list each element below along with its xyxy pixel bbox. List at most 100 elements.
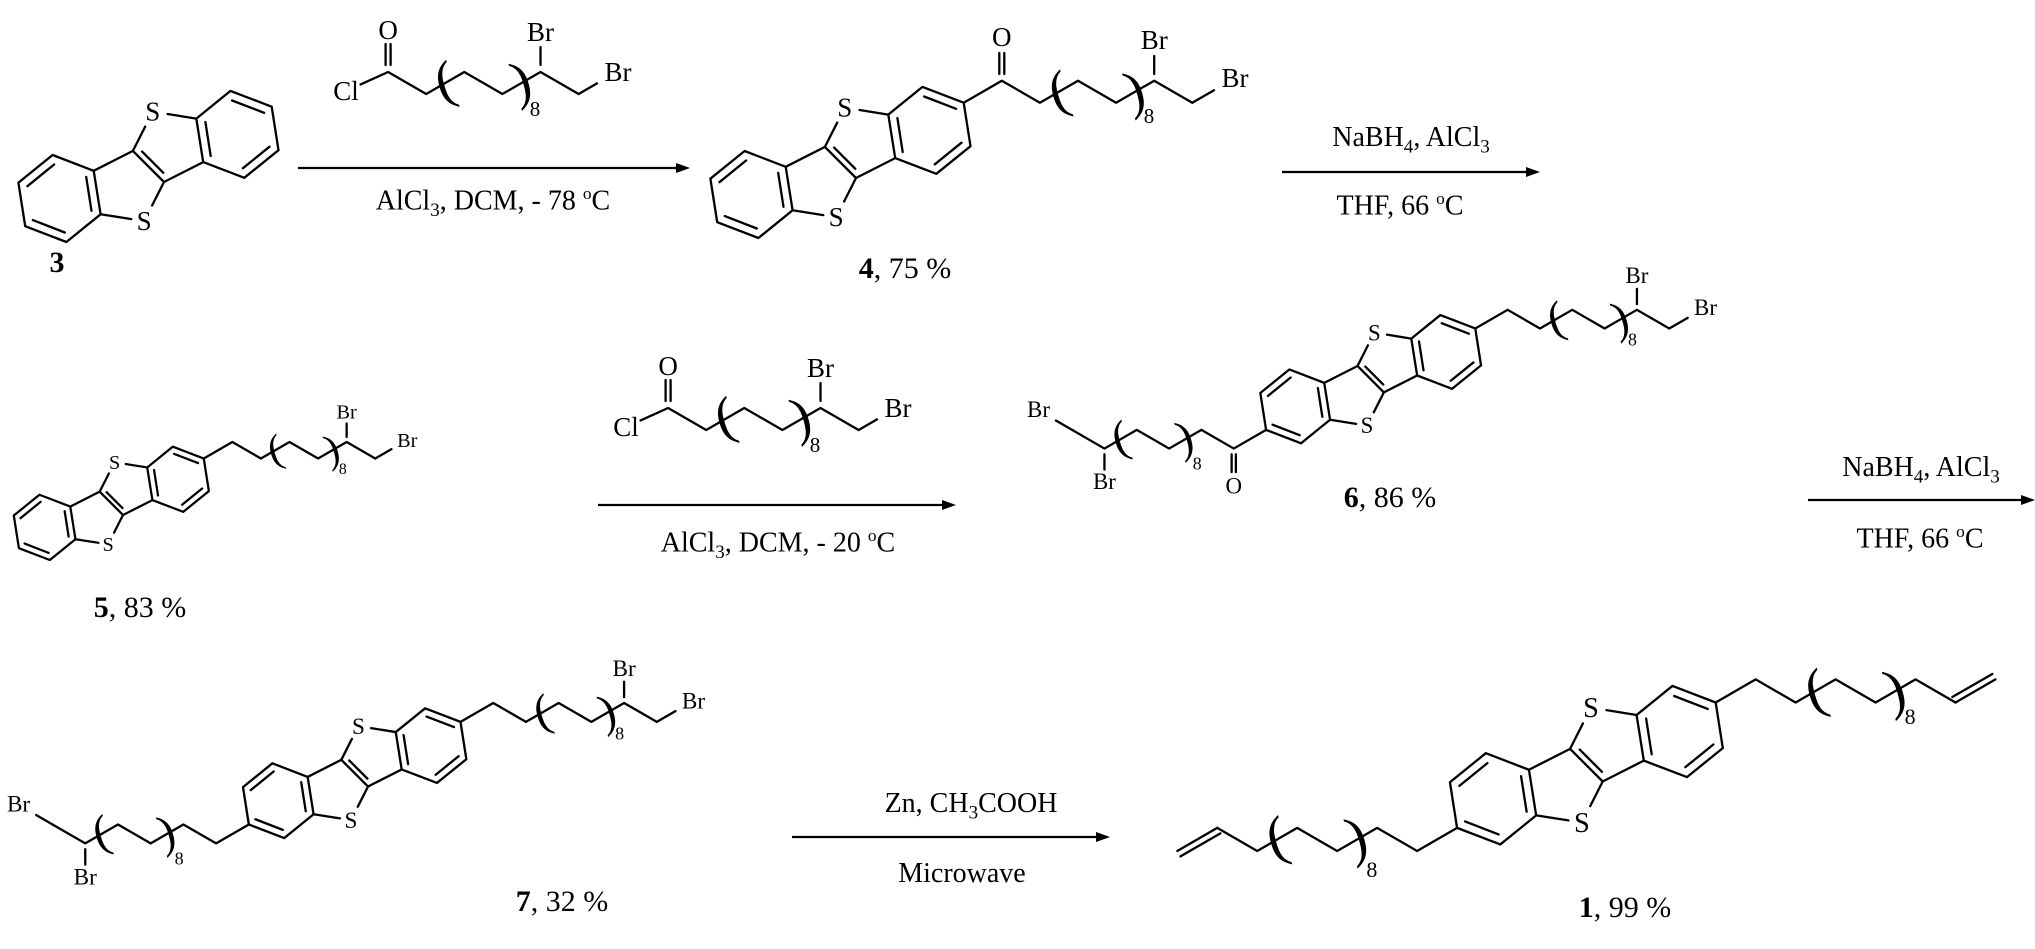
oxygen-label: O bbox=[992, 22, 1012, 52]
right-dibromide bbox=[1153, 54, 1216, 104]
paren-open: ( bbox=[1259, 805, 1294, 870]
conditions-arrow-2-above: NaBH4, AlCl3 bbox=[1291, 122, 1531, 159]
right-dibromide bbox=[345, 422, 393, 460]
cond-text: , AlCl bbox=[1923, 452, 1991, 483]
arrowhead bbox=[942, 500, 956, 510]
chlorine-label: Cl bbox=[333, 76, 359, 106]
repeat-8-label: 8 bbox=[615, 723, 624, 743]
structure-5: S S Br Br ( ) 8 bbox=[12, 401, 418, 562]
sulfur-top-label: S bbox=[1583, 693, 1599, 724]
caption-compound-6: 6, 86 % bbox=[1295, 481, 1485, 515]
arrowhead bbox=[676, 163, 690, 173]
cond-sup: o bbox=[1956, 522, 1965, 541]
cond-sub: 3 bbox=[715, 541, 725, 563]
left-chain bbox=[1216, 826, 1459, 853]
cond-sup: o bbox=[582, 184, 592, 203]
cond-sup: o bbox=[867, 526, 877, 545]
right-dibromide bbox=[1635, 287, 1689, 330]
right-chain bbox=[1474, 308, 1671, 330]
bromine-mid-label: Br bbox=[612, 656, 635, 682]
cond-text: THF, 66 bbox=[1336, 190, 1437, 222]
bromine-end-label: Br bbox=[885, 393, 912, 423]
sulfur-top-label: S bbox=[1368, 320, 1381, 345]
structure-3: S S bbox=[17, 89, 280, 244]
sulfur-bottom-label: S bbox=[102, 534, 113, 556]
cond-text: , DCM, - 78 bbox=[439, 185, 583, 217]
sulfur-top-label: S bbox=[109, 452, 120, 474]
compound-yield: , 32 % bbox=[530, 885, 609, 918]
conditions-arrow-5-below: Microwave bbox=[852, 858, 1072, 890]
cond-sup: o bbox=[1436, 189, 1445, 208]
carbonyl bbox=[1230, 453, 1238, 474]
left-terminal-alkene bbox=[1176, 826, 1222, 858]
repeat-8-label: 8 bbox=[1366, 857, 1377, 882]
conditions-arrow-4-above: NaBH4, AlCl3 bbox=[1801, 452, 2035, 489]
arrowhead bbox=[1526, 167, 1540, 177]
paren-open: ( bbox=[1798, 664, 1833, 723]
cond-text: , AlCl bbox=[1413, 122, 1481, 153]
conditions-arrow-1-below: AlCl3, DCM, - 78 oC bbox=[303, 184, 683, 222]
repeat-8-label: 8 bbox=[1628, 330, 1637, 350]
compound-number: 6 bbox=[1343, 481, 1359, 514]
compound-number: 1 bbox=[1578, 891, 1594, 924]
bromine-end-label: Br bbox=[1694, 295, 1717, 320]
conditions-arrow-2-below: THF, 66 oC bbox=[1290, 189, 1510, 222]
reagent-acyl-chloride-1: Cl O Br Br ( ) 8 bbox=[333, 15, 631, 121]
compound-yield: , 83 % bbox=[108, 591, 187, 624]
left-chain bbox=[1070, 428, 1268, 450]
cond-text: NaBH bbox=[1842, 452, 1914, 483]
compound-yield: , 86 % bbox=[1358, 481, 1437, 514]
caption-compound-4: 4, 75 % bbox=[810, 252, 1000, 286]
cond-text: , DCM, - 20 bbox=[724, 527, 868, 559]
left-chain bbox=[51, 823, 250, 845]
repeat-8-label: 8 bbox=[175, 849, 184, 869]
bromine-end-label: Br bbox=[397, 430, 418, 452]
cond-sub: 4 bbox=[1403, 136, 1414, 158]
sulfur-top-label: S bbox=[352, 714, 365, 740]
compound-yield: , 99 % bbox=[1593, 891, 1672, 924]
compound-number: 3 bbox=[49, 246, 65, 279]
cond-text: NaBH bbox=[1332, 122, 1404, 153]
compound-number: 4 bbox=[858, 252, 874, 285]
conditions-arrow-3-below: AlCl3, DCM, - 20 oC bbox=[590, 526, 966, 564]
reaction-arrow-3 bbox=[598, 500, 956, 510]
cond-text: C bbox=[1964, 523, 1984, 555]
structure-7: S S Br Br ( ) 8 Br Br ( ) 8 bbox=[7, 656, 705, 890]
bromine-mid-label: Br bbox=[807, 353, 834, 383]
repeat-8-label: 8 bbox=[1193, 454, 1202, 474]
sulfur-bottom-label: S bbox=[1361, 413, 1374, 438]
reaction-arrow-4 bbox=[1808, 495, 2035, 505]
right-terminal-alkene bbox=[1951, 672, 1997, 704]
paren-open: ( bbox=[87, 806, 116, 859]
caption-compound-5: 5, 83 % bbox=[45, 591, 235, 625]
sulfur-bottom-label: S bbox=[829, 202, 844, 232]
cond-text: THF, 66 bbox=[1856, 523, 1957, 555]
caption-compound-3: 3 bbox=[7, 246, 107, 280]
carbonyl bbox=[998, 51, 1006, 76]
sulfur-bottom-label: S bbox=[344, 808, 357, 834]
sulfur-top-label: S bbox=[145, 97, 160, 127]
conditions-arrow-5-above: Zn, CH3COOH bbox=[856, 788, 1086, 825]
cond-sub: 3 bbox=[1990, 466, 2000, 488]
cond-text: AlCl bbox=[375, 185, 431, 217]
chlorine-label: Cl bbox=[613, 412, 639, 442]
cond-sub: 4 bbox=[1913, 466, 1924, 488]
paren-open: ( bbox=[428, 49, 462, 112]
cond-text: C bbox=[1444, 190, 1464, 222]
acyl-chloride-skeleton bbox=[639, 378, 879, 432]
compound-number: 5 bbox=[93, 591, 109, 624]
reaction-arrow-1 bbox=[298, 163, 690, 173]
cond-sub: 3 bbox=[430, 199, 440, 221]
cond-text: Microwave bbox=[898, 858, 1026, 889]
bromine-mid-label: Br bbox=[527, 17, 554, 47]
bromine-end-label: Br bbox=[682, 688, 705, 714]
structure-4: S S O Br Br ( ) 8 bbox=[709, 22, 1249, 240]
cond-sub: 3 bbox=[1480, 136, 1490, 158]
repeat-8-label: 8 bbox=[1144, 104, 1155, 128]
cond-text: AlCl bbox=[660, 527, 716, 559]
cond-sub: 3 bbox=[968, 802, 979, 824]
oxygen-label: O bbox=[1225, 473, 1242, 498]
compound-number: 7 bbox=[515, 885, 531, 918]
right-chain bbox=[1714, 678, 1957, 704]
